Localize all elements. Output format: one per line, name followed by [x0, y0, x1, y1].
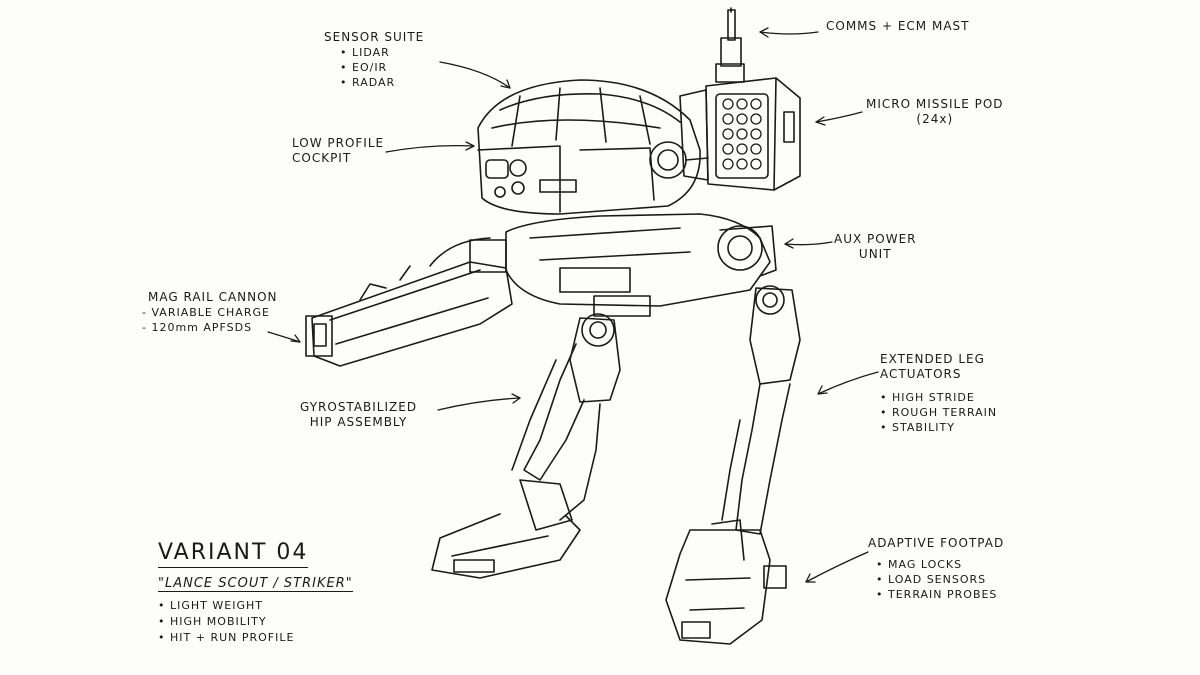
callout-leg-actuators: Extended Leg Actuators High Stride Rough… — [880, 352, 997, 435]
callout-sensor-suite-title: Sensor Suite — [324, 30, 425, 44]
callout-cockpit-title: Low Profile — [292, 136, 385, 150]
variant-subtitle: "Lance Scout / Striker" — [158, 576, 353, 592]
callout-footpad: Adaptive Footpad Mag Locks Load Sensors … — [868, 536, 1004, 602]
callout-rail-cannon-title: Mag Rail Cannon — [148, 290, 278, 304]
callout-cockpit-sub: Cockpit — [292, 151, 352, 165]
callout-footpad-title: Adaptive Footpad — [868, 536, 1005, 550]
variant-title: Variant 04 — [158, 540, 309, 568]
variant-feature: Hit + Run profile — [158, 630, 388, 646]
leg-actuators-item: Stability — [880, 420, 997, 435]
rail-cannon-item: 120mm APFSDS — [142, 320, 278, 335]
sensor-suite-item: Lidar — [340, 45, 424, 60]
callout-missile-pod-sub: (24x) — [916, 112, 954, 126]
callout-aux-power-title: Aux Power — [834, 232, 917, 246]
callout-hip-title: Gyrostabilized — [300, 400, 418, 414]
callout-leg-actuators-title: Extended Leg — [880, 352, 985, 366]
sensor-suite-item: Radar — [340, 75, 424, 90]
callout-aux-power-sub: Unit — [858, 247, 892, 261]
callout-sensor-suite: Sensor Suite Lidar EO/IR Radar — [324, 30, 424, 90]
callout-leg-actuators-sub: Actuators — [880, 367, 962, 381]
rail-cannon — [305, 237, 513, 367]
variant-feature-list: Light weight High mobility Hit + Run pro… — [158, 598, 388, 646]
callout-hip: Gyrostabilized Hip Assembly — [300, 400, 417, 430]
leader-arrows — [267, 27, 879, 583]
variant-feature: High mobility — [158, 614, 388, 630]
callout-comms: Comms + ECM Mast — [826, 19, 969, 34]
leg-actuators-item: High Stride — [880, 390, 997, 405]
cockpit-head — [477, 79, 709, 215]
callout-rail-cannon: Mag Rail Cannon Variable Charge 120mm AP… — [148, 290, 278, 335]
leg-actuators-item: Rough Terrain — [880, 405, 997, 420]
rail-cannon-item: Variable Charge — [142, 305, 278, 320]
right-leg — [665, 285, 801, 645]
torso-hip — [505, 213, 777, 317]
footpad-item: Terrain Probes — [876, 587, 1004, 602]
footpad-item: Mag Locks — [876, 557, 1004, 572]
callout-cockpit: Low Profile Cockpit — [292, 136, 384, 166]
variant-feature: Light weight — [158, 598, 388, 614]
callout-missile-pod: Micro Missile Pod (24x) — [866, 97, 1004, 127]
variant-block: Variant 04 "Lance Scout / Striker" Light… — [158, 540, 388, 646]
callout-comms-title: Comms + ECM Mast — [826, 19, 970, 33]
callout-hip-sub: Hip Assembly — [309, 415, 408, 429]
left-leg — [431, 313, 621, 579]
sensor-suite-item: EO/IR — [340, 60, 424, 75]
comms-mast — [715, 7, 745, 83]
callout-missile-pod-title: Micro Missile Pod — [866, 97, 1004, 111]
callout-aux-power: Aux Power Unit — [834, 232, 917, 262]
footpad-item: Load Sensors — [876, 572, 1004, 587]
